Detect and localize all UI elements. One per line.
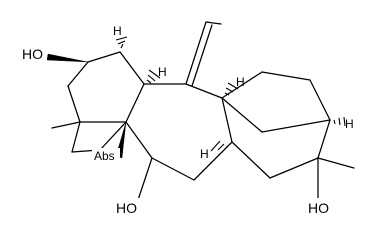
hydrogen-label-c: H (236, 75, 245, 89)
wedge-bond-oh-top (46, 53, 89, 63)
hydrogen-label-a: H (113, 24, 122, 38)
atom-labels: HO HO HO H H H H H Abs (20, 24, 354, 216)
stereo-abs-label: Abs (94, 149, 115, 163)
methylene-double-bond (185, 21, 222, 87)
bond-skeleton (51, 51, 355, 201)
hydrogen-label-b: H (158, 65, 167, 79)
hydroxyl-label-bottom-left: HO (116, 200, 137, 216)
hydroxyl-label-bottom-right: HO (308, 200, 329, 216)
hashed-bonds (115, 36, 346, 152)
hydroxyl-label-top-left: HO (22, 46, 43, 62)
hydrogen-label-d: H (200, 147, 209, 161)
hydrogen-label-e: H (345, 117, 354, 131)
